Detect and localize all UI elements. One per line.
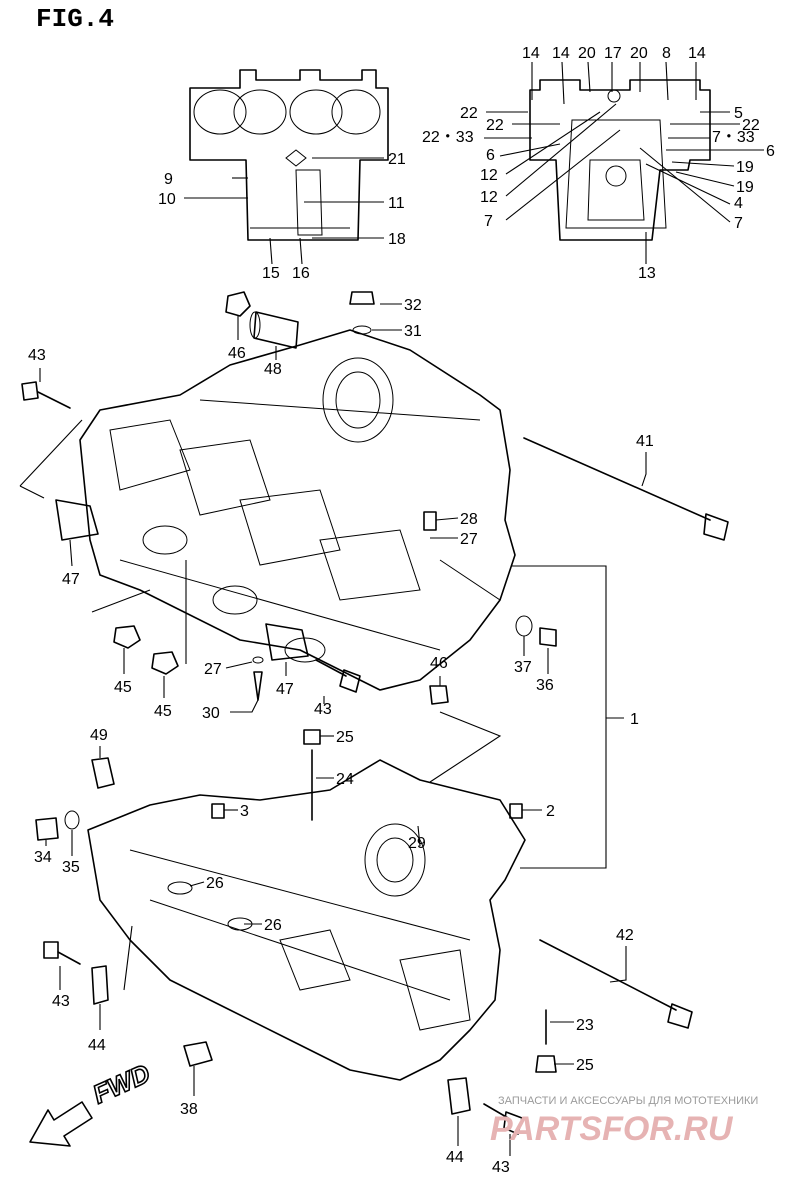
- inset-lower-crankcase: [529, 79, 711, 241]
- callout-19-b: 19: [736, 179, 754, 196]
- callout-23: 23: [576, 1017, 594, 1034]
- callout-21: 21: [388, 151, 406, 168]
- callout-45-a: 45: [114, 679, 132, 696]
- callout-28: 28: [460, 511, 478, 528]
- callout-17: 17: [604, 45, 622, 62]
- callout-4: 4: [734, 195, 743, 212]
- fwd-direction-label: FWD: [88, 1058, 154, 1110]
- callout-11: 11: [388, 195, 405, 212]
- callout-labels: 1 2 3 4 5 6 6 7 7 7・33 8 9 10 11 12 12 1…: [28, 45, 775, 1176]
- callout-27-left: 27: [204, 661, 222, 678]
- callout-22-33: 22・33: [422, 129, 474, 146]
- callout-26-a: 26: [206, 875, 224, 892]
- watermark-tagline: ЗАПЧАСТИ И АКСЕССУАРЫ ДЛЯ МОТОТЕХНИКИ: [498, 1095, 758, 1107]
- callout-48: 48: [264, 361, 282, 378]
- callout-44-bottom: 44: [446, 1149, 464, 1166]
- callout-7-33: 7・33: [712, 129, 755, 146]
- callout-35: 35: [62, 859, 80, 876]
- callout-47-left: 47: [62, 571, 80, 588]
- callout-6-right: 6: [766, 143, 775, 160]
- callout-19-a: 19: [736, 159, 754, 176]
- watermark: ЗАПЧАСТИ И АКСЕССУАРЫ ДЛЯ МОТОТЕХНИКИ PA…: [490, 1095, 758, 1148]
- callout-2: 2: [546, 803, 555, 820]
- callout-47-mid: 47: [276, 681, 294, 698]
- callout-43-top: 43: [28, 347, 46, 364]
- callout-45-b: 45: [154, 703, 172, 720]
- callout-7-left: 7: [484, 213, 493, 230]
- callout-37: 37: [514, 659, 532, 676]
- callout-12-upper: 12: [480, 167, 498, 184]
- callout-34: 34: [34, 849, 52, 866]
- callout-43-mid: 43: [314, 701, 332, 718]
- figure-title: FIG.4: [36, 4, 115, 34]
- callout-1: 1: [630, 711, 639, 728]
- callout-14-b: 14: [552, 45, 570, 62]
- callout-3: 3: [240, 803, 249, 820]
- callout-22-c: 22: [742, 117, 760, 134]
- callout-42: 42: [616, 927, 634, 944]
- callout-14-c: 14: [688, 45, 706, 62]
- callout-36: 36: [536, 677, 554, 694]
- lower-crankcase: [87, 759, 526, 1081]
- callout-7-right: 7: [734, 215, 743, 232]
- callout-38: 38: [180, 1101, 198, 1118]
- small-parts: [21, 291, 729, 1147]
- callout-20-a: 20: [578, 45, 596, 62]
- callout-41: 41: [636, 433, 654, 450]
- callout-18: 18: [388, 231, 406, 248]
- callout-24: 24: [336, 771, 354, 788]
- callout-13: 13: [638, 265, 656, 282]
- callout-43-left: 43: [52, 993, 70, 1010]
- callout-46-top: 46: [228, 345, 246, 362]
- callout-49: 49: [90, 727, 108, 744]
- leader-lines: [19, 61, 764, 1156]
- callout-20-b: 20: [630, 45, 648, 62]
- callout-46-right: 46: [430, 655, 448, 672]
- callout-22-b: 22: [486, 117, 504, 134]
- callout-44-left: 44: [88, 1037, 106, 1054]
- callout-25-top: 25: [336, 729, 354, 746]
- callout-32: 32: [404, 297, 422, 314]
- callout-8: 8: [662, 45, 671, 62]
- callout-26-b: 26: [264, 917, 282, 934]
- callout-14-a: 14: [522, 45, 540, 62]
- callout-31: 31: [404, 323, 422, 340]
- callout-27-right: 27: [460, 531, 478, 548]
- callout-6-left: 6: [486, 147, 495, 164]
- callout-15: 15: [262, 265, 280, 282]
- callout-5: 5: [734, 105, 743, 122]
- callout-29: 29: [408, 835, 426, 852]
- callout-25-bottom: 25: [576, 1057, 594, 1074]
- upper-crankcase: [79, 329, 516, 691]
- callout-30: 30: [202, 705, 220, 722]
- callout-9: 9: [164, 171, 173, 188]
- callout-16: 16: [292, 265, 310, 282]
- callout-22-a: 22: [460, 105, 478, 122]
- callout-12-lower: 12: [480, 189, 498, 206]
- inset-upper-crankcase: [189, 69, 389, 241]
- callout-10: 10: [158, 191, 176, 208]
- callout-43-bottom: 43: [492, 1159, 510, 1176]
- watermark-brand: PARTSFOR.RU: [490, 1110, 734, 1148]
